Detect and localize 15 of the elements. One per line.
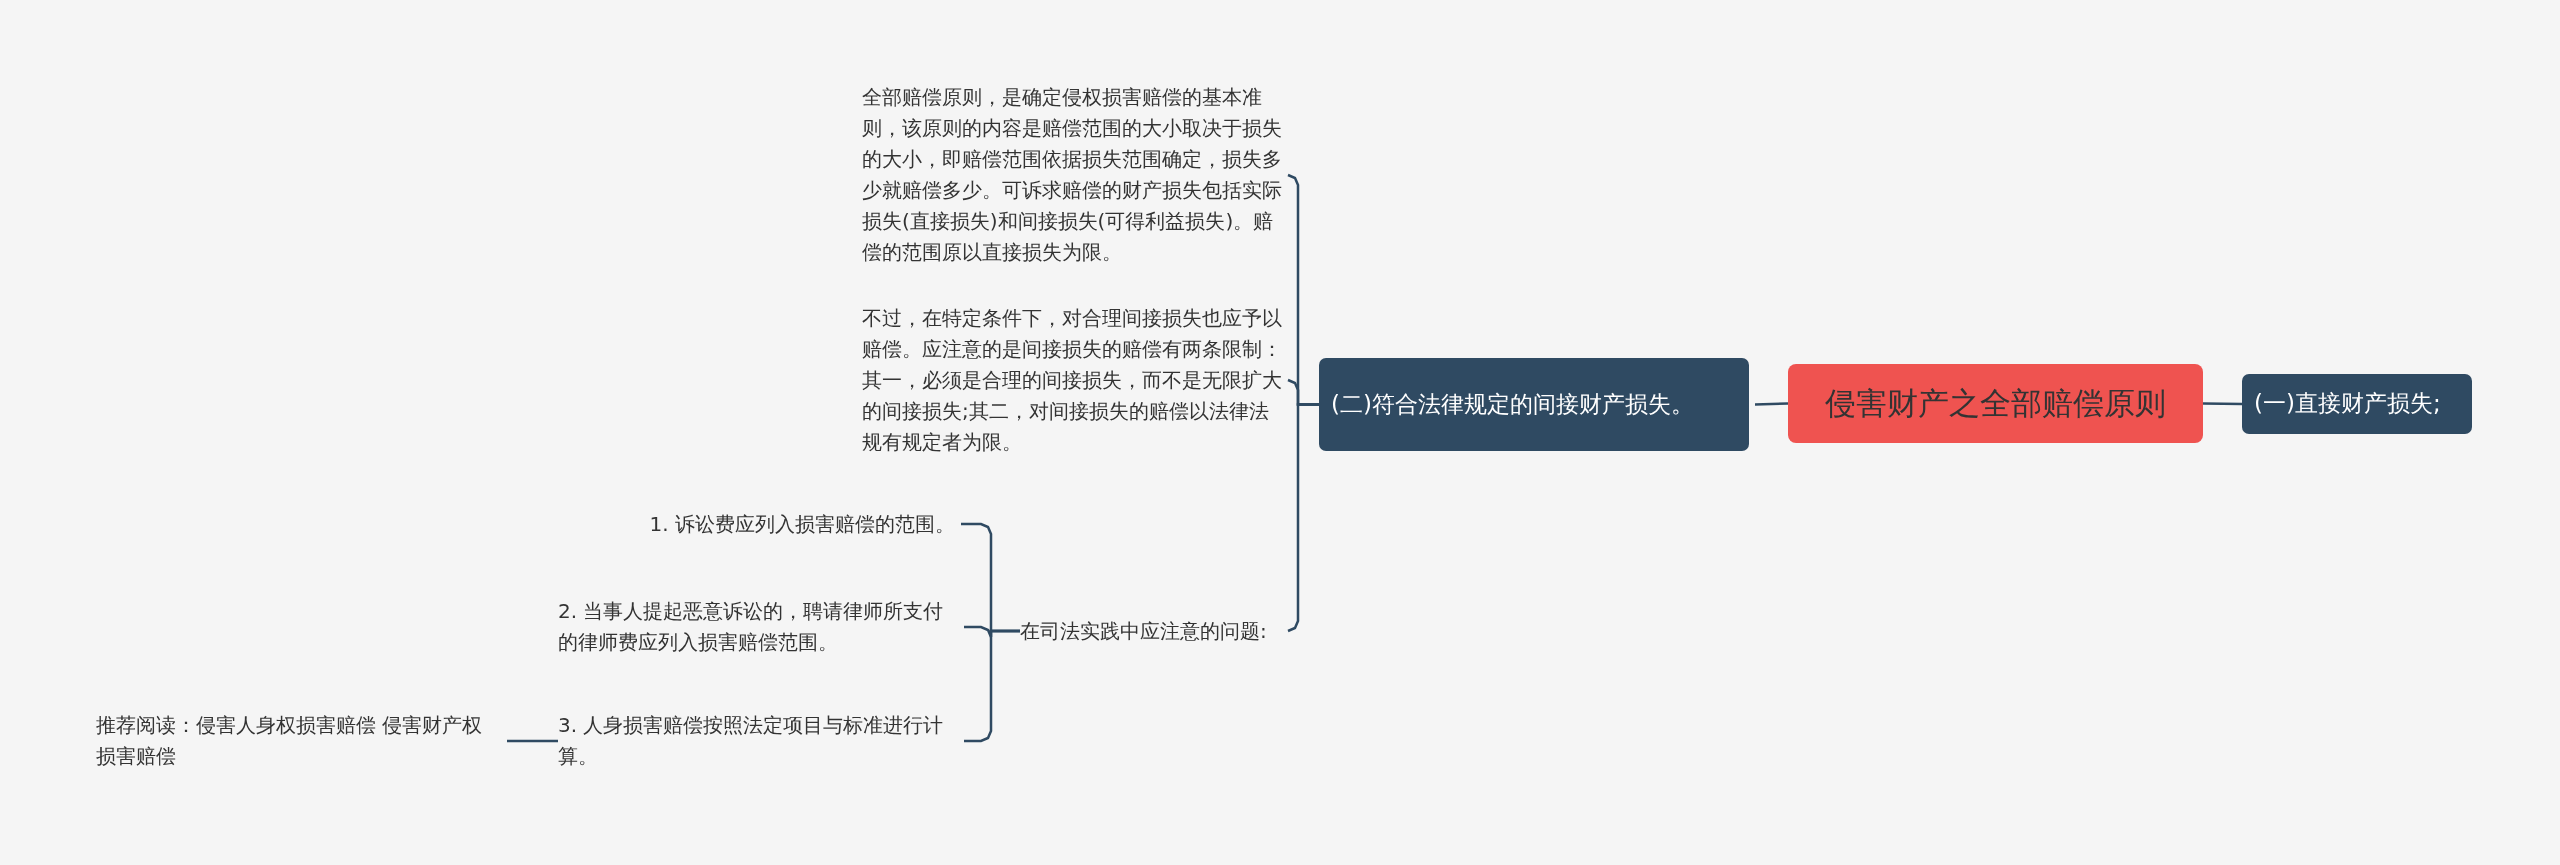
connector-line xyxy=(1286,403,1319,633)
topic-text: 推荐阅读：侵害人身权损害赔偿 侵害财产权损害赔偿 xyxy=(96,712,484,770)
connector-line xyxy=(507,739,558,743)
topic-text: 1. 诉讼费应列入损害赔偿的范围。 xyxy=(649,510,955,538)
topic-box: (二)符合法律规定的间接财产损失。 xyxy=(1319,358,1749,451)
central-topic-box: 侵害财产之全部赔偿原则 xyxy=(1788,364,2203,443)
connector-line xyxy=(1754,402,1789,406)
topic-box: (一)直接财产损失; xyxy=(2242,374,2472,434)
topic-text: 2. 当事人提起恶意诉讼的，聘请律师所支付的律师费应列入损害赔偿范围。 xyxy=(558,598,945,656)
topic-text: 3. 人身损害赔偿按照法定项目与标准进行计算。 xyxy=(558,712,945,770)
topic-text: 全部赔偿原则，是确定侵权损害赔偿的基本准则，该原则的内容是赔偿范围的大小取决于损失的大小，即赔偿范围依据损失范围确定，损失多少就赔偿多少。可诉求赔偿的财产损失包括实际损失(直接损失)和间接损失(可得利益损失)。赔偿的范围原以直接损失为限。 xyxy=(862,84,1282,266)
topic-text: 在司法实践中应注意的问题: xyxy=(1020,617,1267,645)
topic-text: 不过，在特定条件下，对合理间接损失也应予以赔偿。应注意的是间接损失的赔偿有两条限制：其一，必须是合理的间接损失，而不是无限扩大的间接损失;其二，对间接损失的赔偿以法律法规有规定者为限。 xyxy=(862,304,1282,456)
connector-line xyxy=(964,629,1020,743)
connector-line xyxy=(2203,402,2242,406)
